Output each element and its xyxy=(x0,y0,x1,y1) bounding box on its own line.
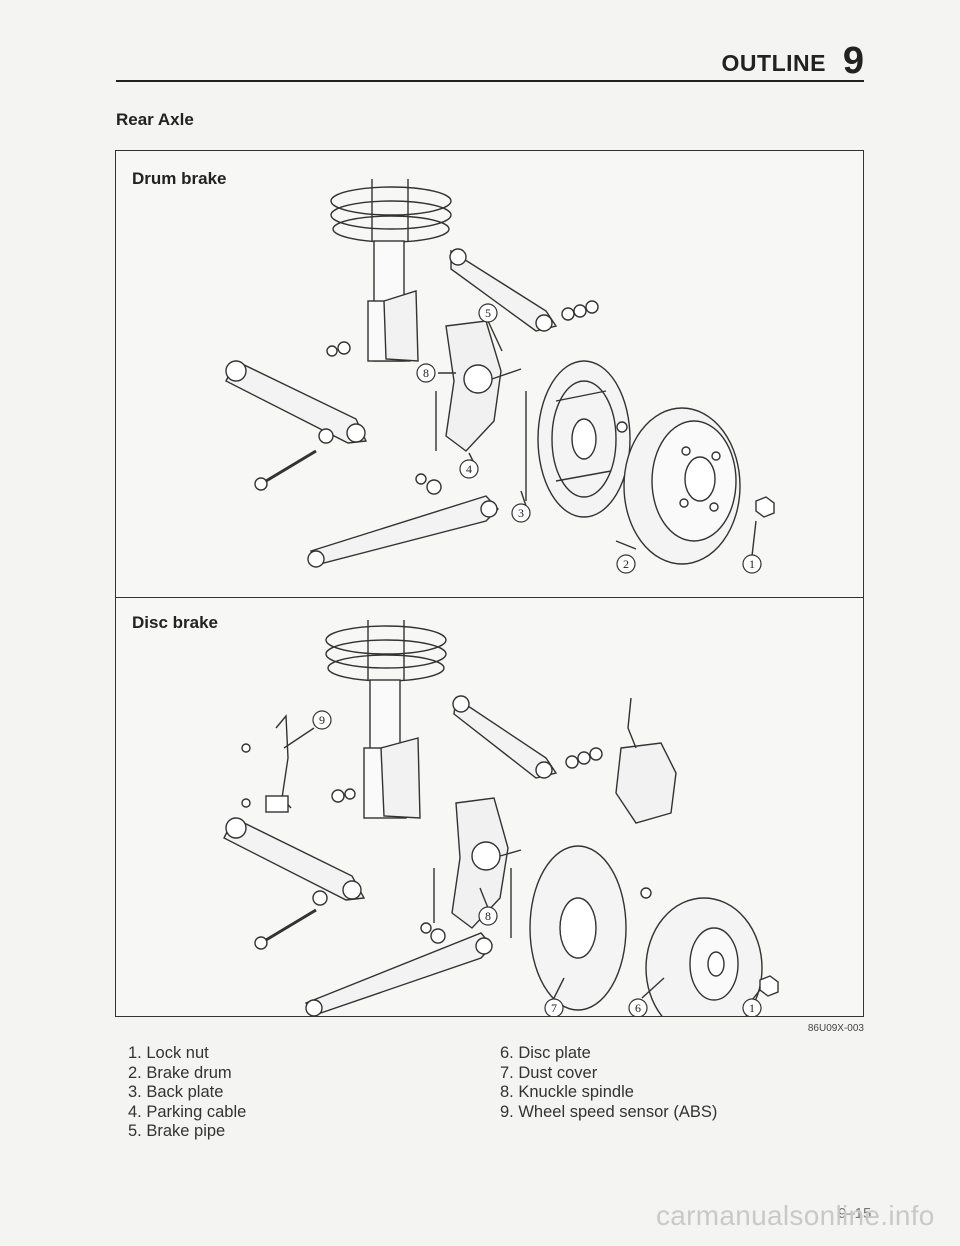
legend-item: 4. Parking cable xyxy=(128,1102,247,1121)
coil-spring-disc xyxy=(325,620,447,682)
page-number: 9–15 xyxy=(838,1205,872,1222)
lock-nut-disc xyxy=(759,975,779,997)
callout-drum-3: 3 xyxy=(518,506,524,520)
callout-disc-6: 6 xyxy=(635,1001,641,1015)
callout-drum-1: 1 xyxy=(749,557,755,571)
callout-drum-2: 2 xyxy=(623,557,629,571)
legend-item: 1. Lock nut xyxy=(128,1044,209,1062)
drum-brake-diagram: 5 8 4 3 2 1 xyxy=(225,179,775,574)
trailing-link-drum xyxy=(310,495,499,566)
abs-sensor xyxy=(275,714,292,809)
callout-disc-9: 9 xyxy=(319,713,325,727)
coil-spring-drum xyxy=(330,179,452,243)
page-header: OUTLINE 9 xyxy=(116,30,864,82)
legend-item: 5. Brake pipe xyxy=(128,1122,226,1140)
callout-disc-1: 1 xyxy=(749,1001,755,1015)
figure-box: Drum brake xyxy=(115,150,864,1017)
legend-right: 6. Disc plate 7. Dust cover 8. Knuckle s… xyxy=(500,1044,717,1122)
callout-drum-8: 8 xyxy=(423,366,429,380)
legend-item: 3. Back plate xyxy=(128,1083,224,1101)
callout-drum-4: 4 xyxy=(466,462,472,476)
callout-disc-7: 7 xyxy=(551,1001,557,1015)
header-chapter-number: 9 xyxy=(842,40,864,82)
legend-left: 1. Lock nut 2. Brake drum 3. Back plate … xyxy=(128,1044,246,1142)
legend-item: 2. Brake drum xyxy=(128,1063,232,1082)
section-title: Rear Axle xyxy=(116,110,194,129)
figure-code: 86U09X-003 xyxy=(807,1023,864,1034)
watermark: carmanualsonline.info xyxy=(656,1200,935,1231)
legend-item: 7. Dust cover xyxy=(500,1063,598,1082)
legend-item: 6. Disc plate xyxy=(500,1044,591,1062)
callout-drum-5: 5 xyxy=(485,306,491,320)
callout-disc-8: 8 xyxy=(485,909,491,923)
legend-item: 8. Knuckle spindle xyxy=(500,1083,634,1101)
shock-absorber-drum xyxy=(367,240,419,362)
lock-nut-drum xyxy=(755,496,775,518)
trailing-link-disc xyxy=(305,932,493,1016)
lower-link-drum xyxy=(225,360,368,444)
disc-brake-diagram: 9 8 7 6 1 xyxy=(223,620,779,1016)
header-section-title: OUTLINE xyxy=(721,50,826,76)
disc-brake-title: Disc brake xyxy=(132,613,218,632)
shock-absorber-disc xyxy=(363,679,421,819)
panel-divider xyxy=(116,597,863,598)
drum-brake-title: Drum brake xyxy=(132,169,227,188)
legend-item: 9. Wheel speed sensor (ABS) xyxy=(500,1102,718,1121)
caliper xyxy=(615,742,677,824)
